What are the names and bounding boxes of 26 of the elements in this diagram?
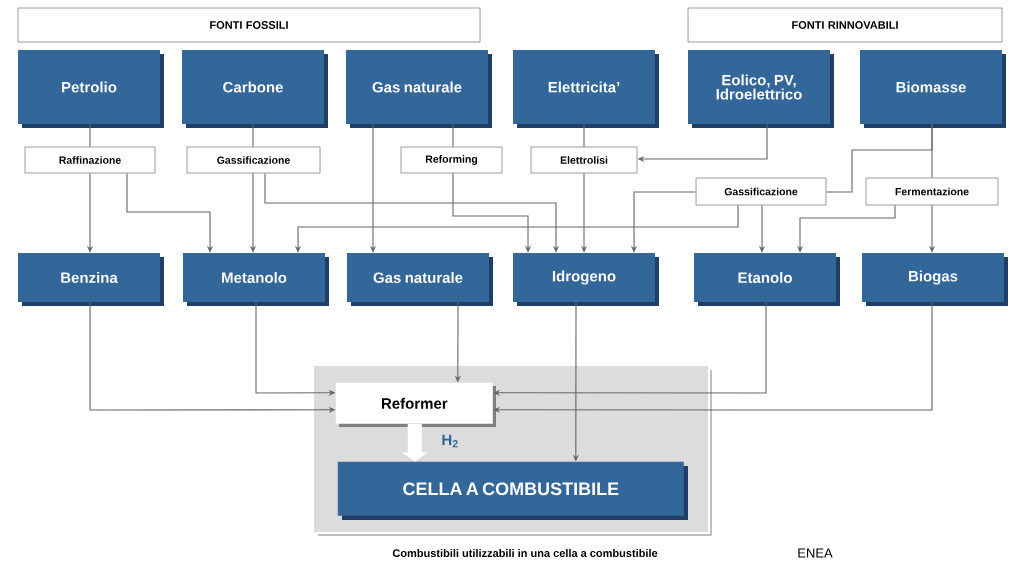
source-box: Idrogeno: [513, 253, 659, 306]
source-box: Biogas: [862, 253, 1008, 306]
fuel-cell-box: CELLA A COMBUSTIBILE: [337, 461, 688, 520]
process-box: Gassificazione: [186, 146, 321, 174]
process-box: Fermentazione: [865, 177, 999, 206]
source-box: Elettricita’: [513, 50, 659, 128]
caption: Combustibili utilizzabili in una cella a combustibile: [392, 548, 658, 558]
source-label: ENEA: [798, 548, 833, 558]
source-box: Gas naturale: [347, 253, 493, 306]
source-box: Gas naturale: [346, 50, 492, 128]
header-box: FONTI RINNOVABILI: [687, 7, 1003, 43]
source-box: Etanolo: [694, 253, 840, 306]
source-box: Metanolo: [183, 253, 329, 306]
source-box: Carbone: [182, 50, 328, 128]
source-box: Biomasse: [860, 50, 1006, 128]
process-box: Elettrolisi: [530, 146, 638, 174]
arrow: [493, 301, 767, 396]
process-box: Raffinazione: [24, 146, 156, 174]
reformer-box: Reformer: [335, 382, 496, 427]
header-box: FONTI FOSSILI: [17, 7, 481, 43]
source-box: Petrolio: [18, 50, 164, 128]
process-box: Gassificazione: [695, 177, 827, 206]
process-box: Reforming: [400, 146, 503, 174]
arrow: [493, 301, 933, 413]
source-box: Benzina: [18, 253, 164, 306]
source-box: Eolico, PV, Idroelettrico: [688, 50, 834, 128]
